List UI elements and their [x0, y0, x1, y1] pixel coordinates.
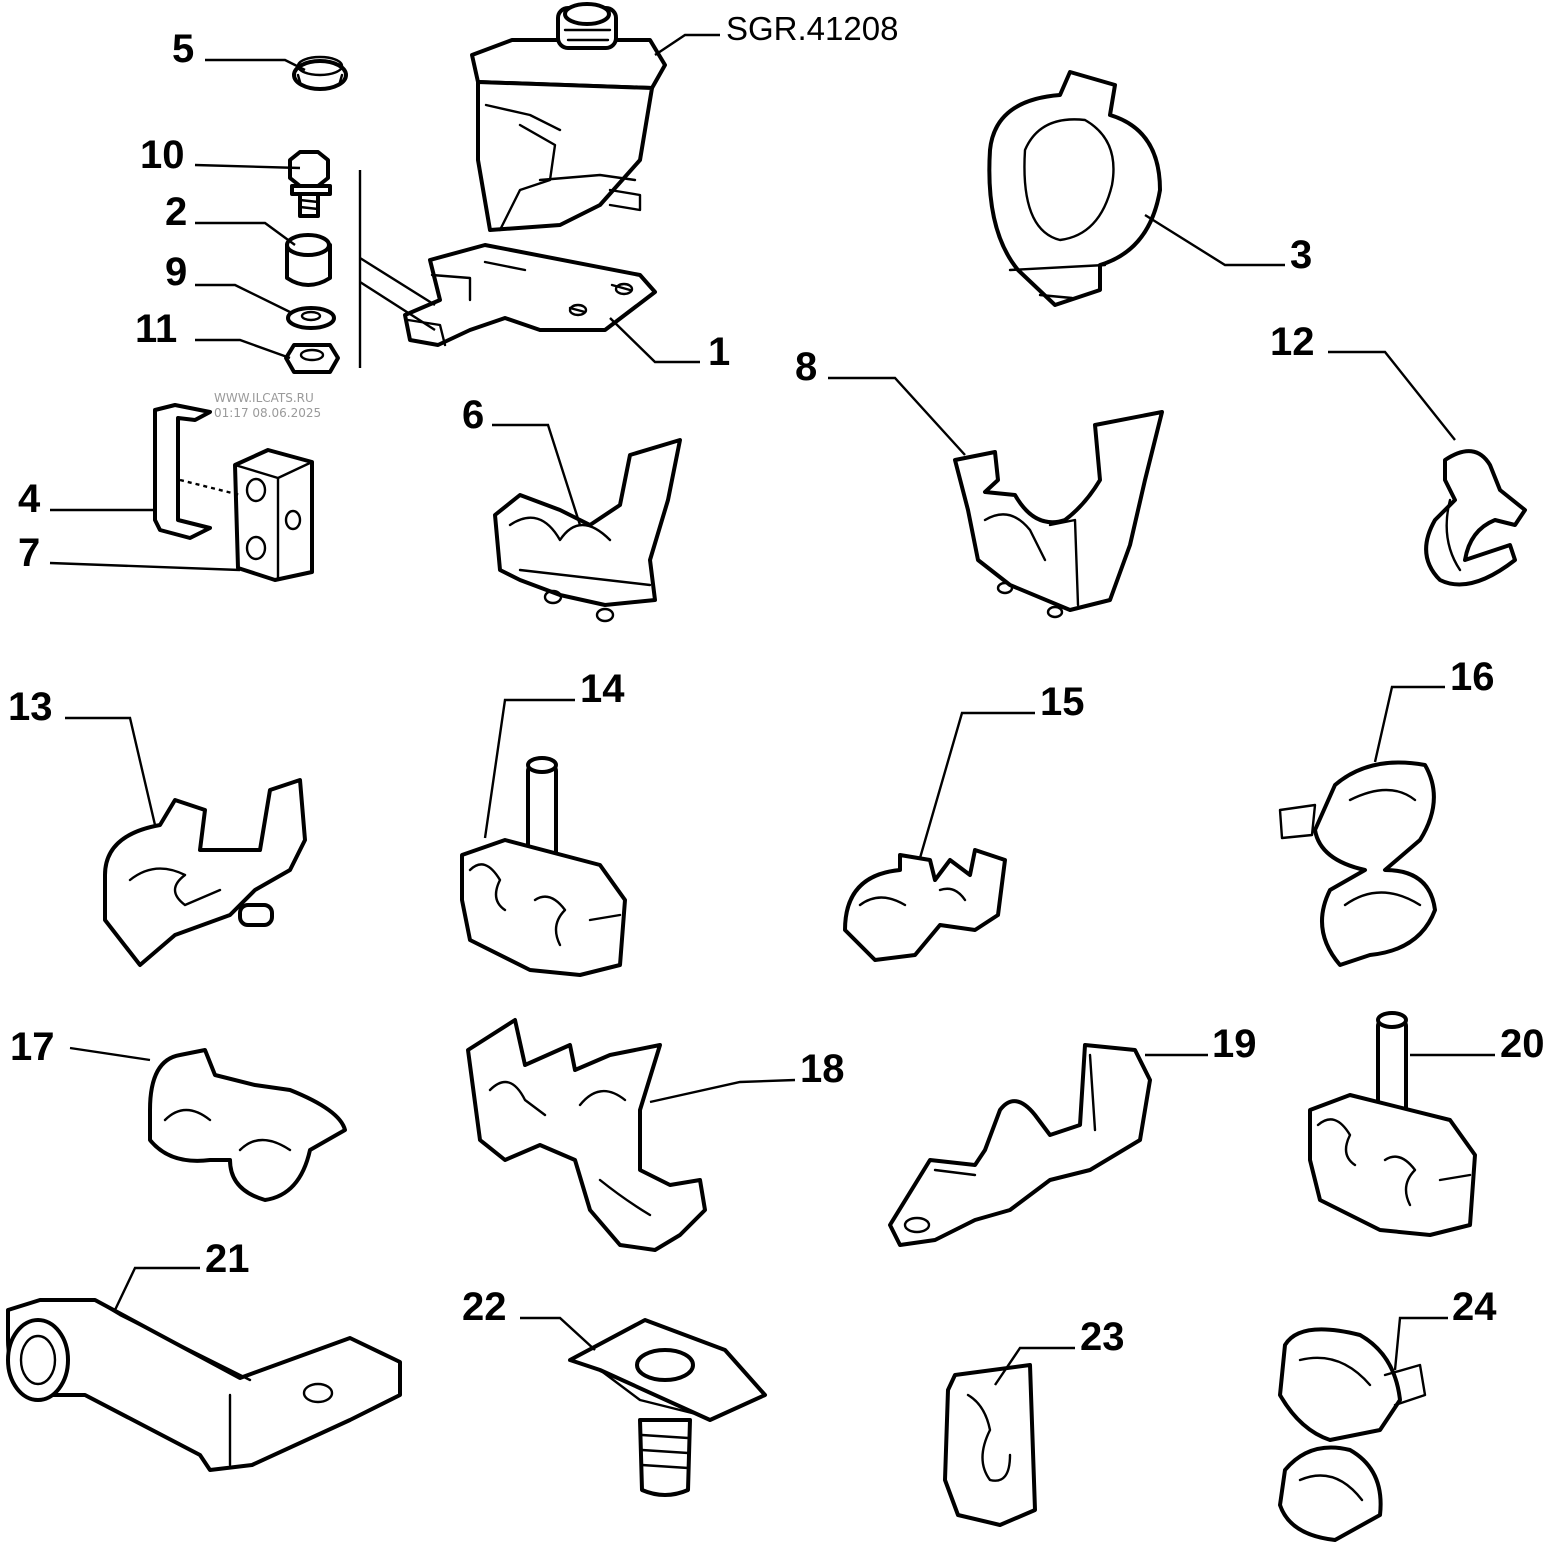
callout-13[interactable]: 13 — [8, 685, 53, 729]
leader-2 — [195, 221, 296, 246]
part-4-u-clip[interactable] — [153, 403, 212, 540]
leader-8 — [828, 376, 966, 456]
leader-15 — [918, 711, 1035, 859]
part-17-loop-clip[interactable] — [148, 1048, 347, 1202]
leader-3 — [1144, 213, 1285, 267]
leader-10 — [194, 163, 301, 170]
part-11-nut[interactable] — [284, 343, 340, 374]
callout-10[interactable]: 10 — [140, 133, 185, 177]
callout-1[interactable]: 1 — [708, 330, 730, 374]
watermark-site: WWW.ILCATS.RU — [214, 391, 314, 405]
callout-23[interactable]: 23 — [1080, 1315, 1125, 1359]
part-2-spacer[interactable] — [285, 233, 332, 287]
part-20-clip-post[interactable] — [1308, 1011, 1477, 1237]
callout-21[interactable]: 21 — [205, 1237, 250, 1281]
leader-5 — [205, 58, 306, 72]
part-9-washer[interactable] — [286, 306, 336, 330]
leader-18 — [649, 1078, 796, 1104]
part-15-spring-clip[interactable] — [843, 848, 1007, 962]
part-16-ring-clip[interactable] — [1278, 760, 1437, 967]
callout-5[interactable]: 5 — [172, 27, 194, 71]
part-24-ring-clip[interactable] — [1278, 1327, 1427, 1542]
part-23-u-clip[interactable] — [943, 1363, 1037, 1527]
leader-16 — [1373, 685, 1445, 763]
leader-23 — [994, 1346, 1075, 1386]
reservoir-tank[interactable] — [470, 2, 667, 232]
leader-9 — [195, 283, 293, 315]
part-12-small-clip[interactable] — [1424, 449, 1527, 587]
callout-24[interactable]: 24 — [1452, 1285, 1497, 1329]
leader-24 — [1393, 1316, 1448, 1371]
leader-22 — [520, 1316, 596, 1351]
callout-16[interactable]: 16 — [1450, 655, 1495, 699]
leader-12 — [1328, 350, 1456, 441]
callout-3[interactable]: 3 — [1290, 233, 1312, 277]
callout-12[interactable]: 12 — [1270, 320, 1315, 364]
callout-9[interactable]: 9 — [165, 250, 187, 294]
reference-code: SGR.41208 — [726, 10, 898, 47]
part-1-bracket[interactable] — [403, 243, 657, 347]
watermark-timestamp: 01:17 08.06.2025 — [214, 406, 321, 420]
part-10-bolt[interactable] — [288, 150, 332, 218]
callout-2[interactable]: 2 — [165, 190, 187, 234]
part-8-saddle-bracket[interactable] — [953, 410, 1164, 619]
leader-7 — [49, 561, 241, 572]
callout-8[interactable]: 8 — [795, 345, 817, 389]
callout-7[interactable]: 7 — [18, 531, 40, 575]
callout-19[interactable]: 19 — [1212, 1022, 1257, 1066]
callout-22[interactable]: 22 — [462, 1285, 507, 1329]
part-21-hinge-bracket[interactable] — [6, 1298, 402, 1472]
callout-6[interactable]: 6 — [462, 393, 484, 437]
leader-1-b — [359, 256, 436, 332]
part-3-large-clip[interactable] — [987, 70, 1162, 307]
leader-reference — [654, 33, 720, 56]
callout-17[interactable]: 17 — [10, 1025, 55, 1069]
part-22-t-clip[interactable] — [568, 1318, 767, 1497]
callout-11[interactable]: 11 — [135, 307, 177, 351]
callout-15[interactable]: 15 — [1040, 680, 1085, 724]
part-6-double-clip[interactable] — [493, 438, 682, 623]
leader-7-dash — [179, 478, 241, 497]
callout-4[interactable]: 4 — [18, 477, 41, 521]
leader-1 — [609, 317, 700, 364]
part-7-block[interactable] — [233, 448, 314, 582]
part-18-bent-clip[interactable] — [466, 1018, 707, 1252]
callout-20[interactable]: 20 — [1500, 1022, 1545, 1066]
callout-18[interactable]: 18 — [800, 1047, 845, 1091]
leader-21 — [113, 1266, 200, 1311]
part-13-clip[interactable] — [103, 778, 307, 967]
callout-14[interactable]: 14 — [580, 667, 625, 711]
leader-6 — [492, 423, 582, 526]
part-5-grommet[interactable] — [292, 55, 348, 91]
leader-17 — [69, 1046, 151, 1062]
part-14-clip-post[interactable] — [460, 756, 627, 977]
leader-11 — [195, 338, 291, 360]
part-19-strap-bracket[interactable] — [888, 1043, 1152, 1247]
leader-13 — [65, 716, 157, 826]
leader-14 — [483, 698, 575, 839]
